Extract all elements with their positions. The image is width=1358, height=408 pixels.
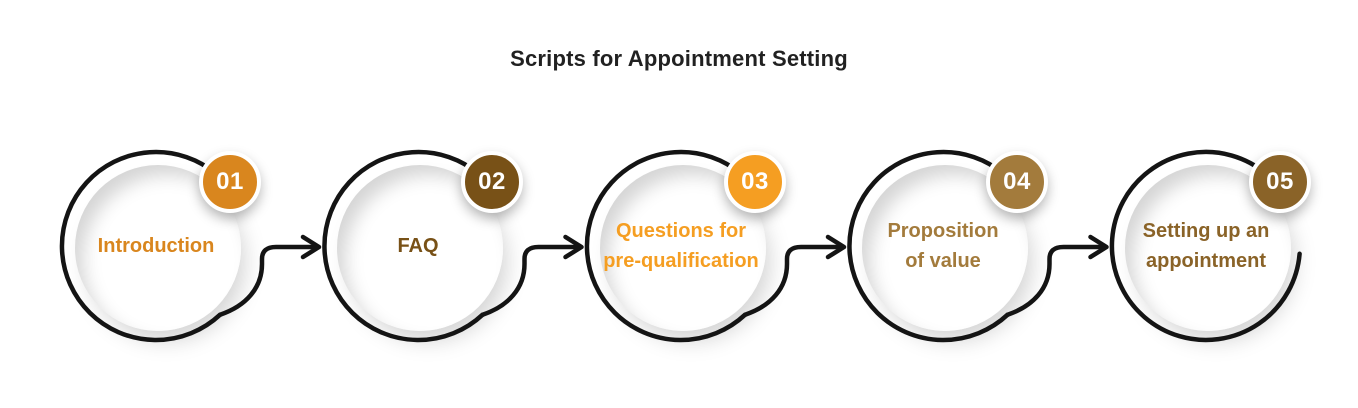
step-label: Questions for pre-qualification [603, 220, 759, 272]
step-label: Setting up an appointment [1142, 220, 1270, 272]
step-number-badge: 01 [199, 151, 261, 213]
step-number-badge: 03 [724, 151, 786, 213]
step-label: Introduction [97, 235, 215, 257]
step-number-badge: 02 [461, 151, 523, 213]
page-title: Scripts for Appointment Setting [510, 46, 848, 71]
step-number: 01 [216, 168, 244, 195]
step-number-badge: 05 [1249, 151, 1311, 213]
step-number: 05 [1266, 168, 1294, 195]
step-number: 04 [1003, 168, 1031, 195]
step-number: 02 [478, 168, 506, 195]
step-number: 03 [741, 168, 769, 195]
step-label: Proposition of value [887, 220, 999, 272]
step-number-badge: 04 [986, 151, 1048, 213]
step-label: FAQ [397, 235, 439, 257]
